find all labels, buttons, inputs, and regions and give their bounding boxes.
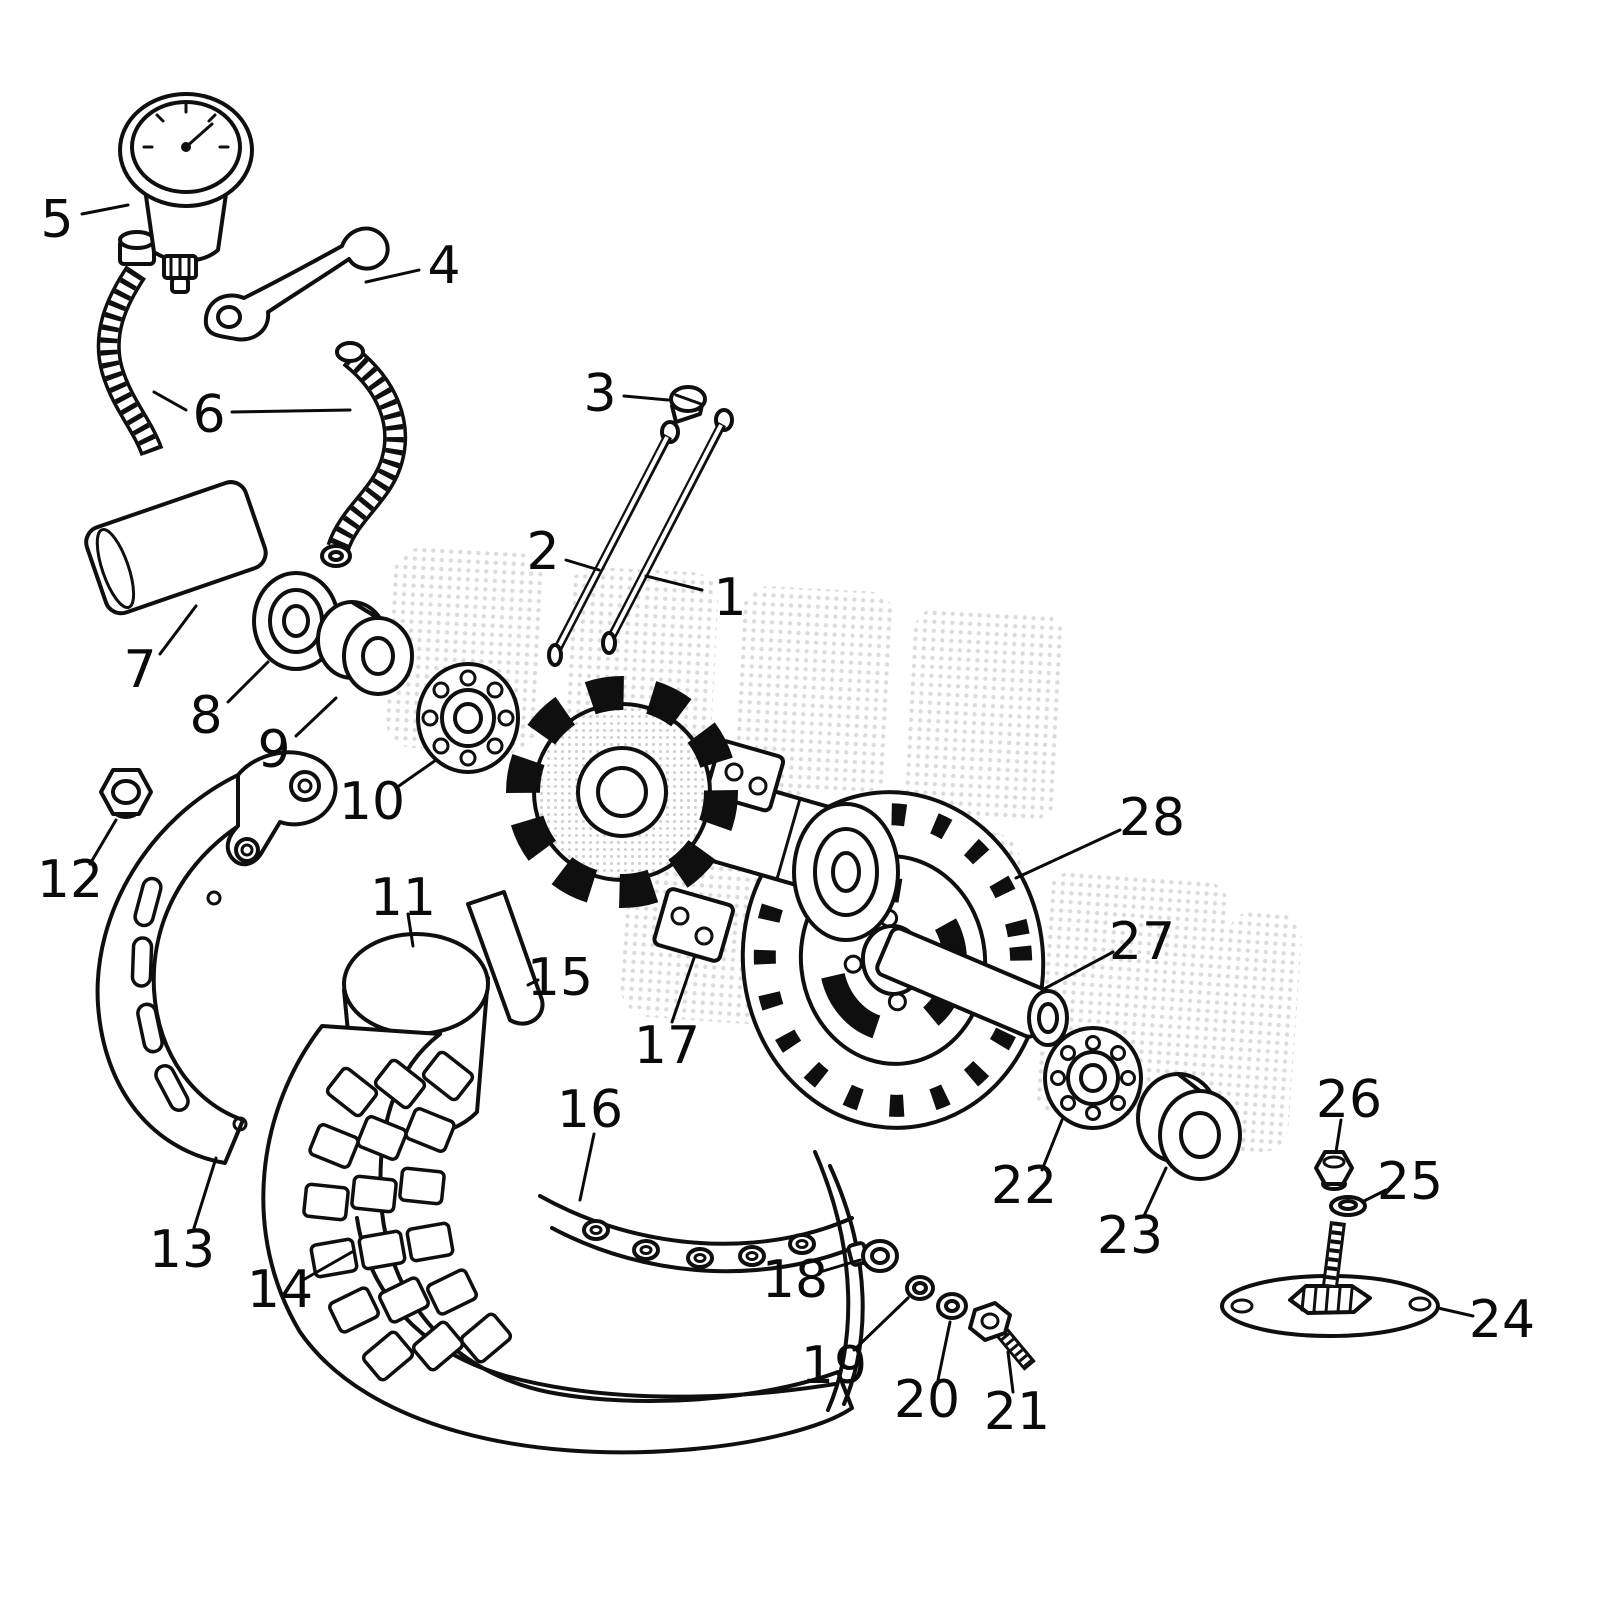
callout-label-7: 7 bbox=[123, 640, 156, 700]
callout-label-27: 27 bbox=[1109, 912, 1175, 972]
callout-leader-12 bbox=[88, 818, 118, 866]
callout-label-5: 5 bbox=[40, 190, 73, 250]
callout-leader-6 bbox=[230, 408, 352, 414]
callout-label-4: 4 bbox=[427, 236, 460, 296]
part-22-bearing bbox=[1043, 1026, 1143, 1130]
part-7-cylinder bbox=[84, 480, 268, 616]
callout-leader-21 bbox=[1006, 1350, 1015, 1394]
callout-leader-19 bbox=[852, 1296, 910, 1352]
part-13-brake-guard bbox=[95, 750, 338, 1165]
part-6-hoses bbox=[96, 230, 407, 568]
callout-leader-10 bbox=[394, 758, 438, 790]
callout-leader-15 bbox=[526, 978, 540, 987]
callout-leader-28 bbox=[1014, 828, 1122, 880]
callout-label-2: 2 bbox=[526, 522, 559, 582]
part-24-flange-plate bbox=[1220, 1274, 1440, 1338]
callout-label-6: 6 bbox=[192, 385, 225, 445]
callout-label-23: 23 bbox=[1097, 1206, 1163, 1266]
callout-label-15: 15 bbox=[527, 948, 593, 1008]
callout-leader-22 bbox=[1040, 1118, 1064, 1172]
part-4-bracket bbox=[203, 226, 390, 342]
part-15-fender-stay bbox=[466, 890, 545, 1026]
callout-label-28: 28 bbox=[1119, 788, 1185, 848]
callout-leader-17 bbox=[670, 956, 696, 1024]
part-14-tire bbox=[261, 1024, 854, 1455]
part-5-pressure-gauge bbox=[118, 92, 254, 294]
callout-label-8: 8 bbox=[189, 686, 222, 746]
tire-knobs bbox=[302, 1050, 513, 1382]
part-1-2-axle-rods bbox=[547, 408, 734, 667]
callout-label-12: 12 bbox=[37, 850, 103, 910]
callout-leader-8 bbox=[226, 660, 270, 704]
part-27-axle-spacer bbox=[875, 926, 1069, 1047]
callout-leader-27 bbox=[1040, 950, 1115, 992]
part-20-washer bbox=[936, 1292, 968, 1320]
callout-leader-18 bbox=[818, 1258, 862, 1274]
callout-leader-4 bbox=[364, 268, 421, 284]
part-3-screw bbox=[669, 385, 707, 424]
callout-leader-13 bbox=[192, 1156, 218, 1230]
callout-leader-24 bbox=[1436, 1306, 1475, 1318]
callout-label-16: 16 bbox=[557, 1080, 623, 1140]
callout-label-13: 13 bbox=[149, 1220, 215, 1280]
part-10-bearing bbox=[416, 662, 520, 774]
callout-label-19: 19 bbox=[801, 1336, 867, 1396]
callout-leader-20 bbox=[936, 1320, 952, 1382]
callout-leader-25 bbox=[1360, 1188, 1388, 1204]
valve-stem bbox=[1322, 1221, 1346, 1287]
callout-label-25: 25 bbox=[1377, 1152, 1443, 1212]
callout-label-20: 20 bbox=[894, 1370, 960, 1430]
callout-leader-2 bbox=[564, 558, 601, 572]
callout-leader-6 bbox=[152, 390, 188, 412]
callout-label-21: 21 bbox=[984, 1382, 1050, 1442]
callout-label-17: 17 bbox=[634, 1016, 700, 1076]
part-12-nut bbox=[99, 768, 153, 819]
callout-label-3: 3 bbox=[583, 364, 616, 424]
callout-label-26: 26 bbox=[1316, 1070, 1382, 1130]
callout-leader-7 bbox=[158, 604, 198, 656]
callout-label-1: 1 bbox=[713, 568, 746, 628]
callout-leader-14 bbox=[301, 1250, 354, 1282]
part-25-washer bbox=[1329, 1195, 1367, 1217]
callout-label-10: 10 bbox=[339, 772, 405, 832]
part-23-seal bbox=[1136, 1072, 1242, 1181]
callout-leader-16 bbox=[578, 1132, 596, 1202]
callout-leader-11 bbox=[406, 912, 415, 948]
callout-leader-9 bbox=[294, 696, 338, 738]
callout-leader-3 bbox=[622, 394, 670, 402]
callout-label-24: 24 bbox=[1469, 1290, 1535, 1350]
part-21-bolt bbox=[968, 1301, 1036, 1371]
callout-leader-26 bbox=[1334, 1118, 1343, 1154]
speedo-drive-gear bbox=[506, 676, 738, 908]
callout-label-14: 14 bbox=[247, 1260, 313, 1320]
part-19-washer bbox=[905, 1275, 935, 1301]
callout-leader-5 bbox=[80, 203, 130, 216]
part-18-cap-nut bbox=[846, 1239, 899, 1273]
callout-leader-1 bbox=[644, 574, 704, 592]
callout-label-18: 18 bbox=[762, 1250, 828, 1310]
part-16-rim bbox=[538, 1150, 865, 1412]
callout-leader-23 bbox=[1142, 1166, 1168, 1218]
callout-label-9: 9 bbox=[257, 720, 290, 780]
part-26-nut bbox=[1314, 1150, 1354, 1191]
callout-label-22: 22 bbox=[991, 1156, 1057, 1216]
callout-label-11: 11 bbox=[370, 868, 436, 928]
part-9-seal bbox=[316, 600, 414, 696]
